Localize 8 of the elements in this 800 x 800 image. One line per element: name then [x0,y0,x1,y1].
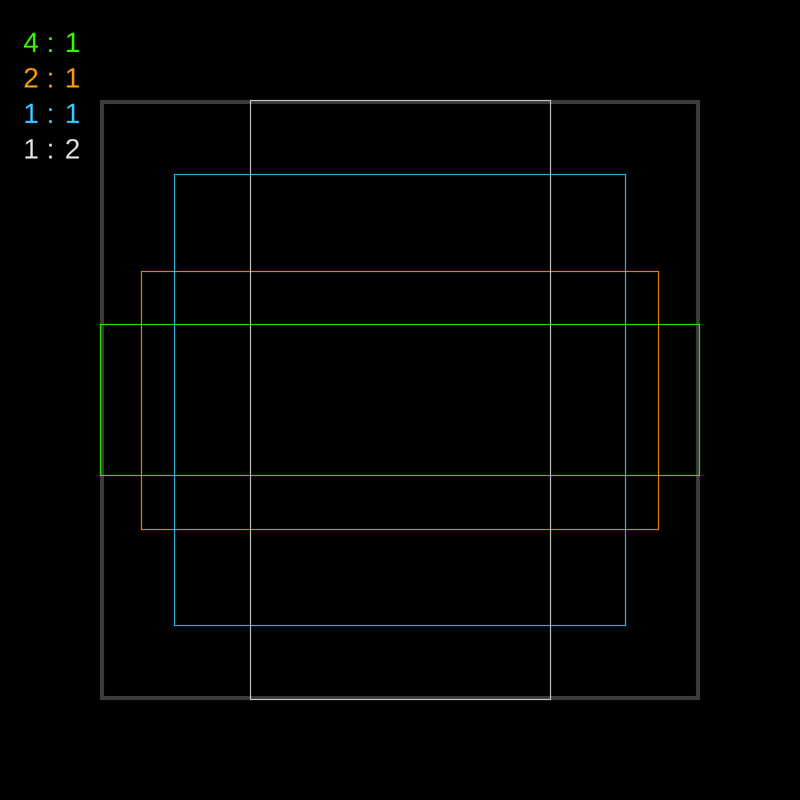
legend-text: 1 : 1 [25,104,79,123]
rectangle-outline [250,100,551,700]
rectangle-outline [100,324,700,476]
rectangle-outline [174,174,626,626]
legend-text: 1 : 2 [25,138,79,158]
legend-text: 4 : 1 [24,32,79,52]
rectangle-outline [141,271,659,530]
legend-text: 2 : 1 [24,68,79,88]
